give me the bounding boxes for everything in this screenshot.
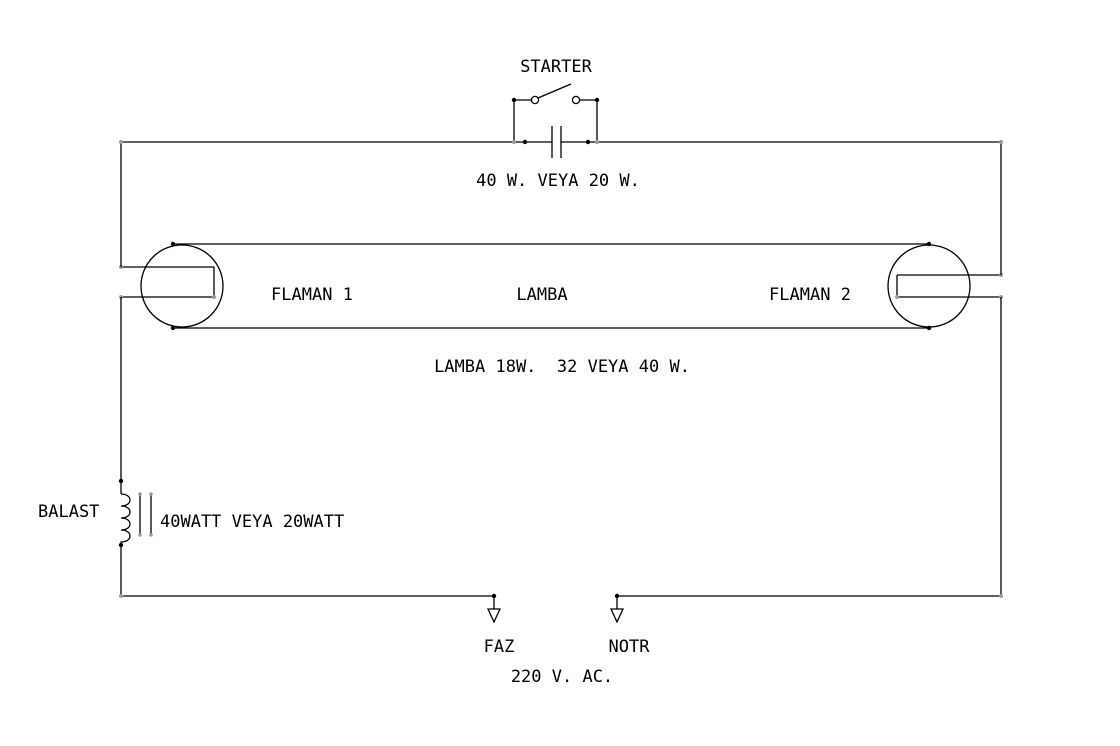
left-wire bbox=[119, 140, 123, 596]
filament-1-label: FLAMAN 1 bbox=[271, 285, 353, 305]
neutral-label: NOTR bbox=[609, 637, 651, 657]
filament-2 bbox=[887, 244, 1003, 328]
lamp-label: LAMBA bbox=[516, 285, 567, 305]
bottom-wire-neutral bbox=[609, 593, 1003, 624]
ballast-rating-label: 40WATT VEYA 20WATT bbox=[160, 512, 344, 532]
filament-2-label: FLAMAN 2 bbox=[769, 285, 851, 305]
starter-label: STARTER bbox=[520, 57, 592, 77]
filament-1 bbox=[119, 244, 224, 328]
capacitor-rating-label: 40 W. VEYA 20 W. bbox=[476, 171, 640, 191]
ballast-label: BALAST bbox=[38, 502, 99, 522]
right-wire bbox=[999, 140, 1003, 596]
supply-voltage-label: 220 V. AC. bbox=[511, 667, 613, 687]
bottom-wire-phase bbox=[119, 593, 502, 624]
lamp-rating-label: LAMBA 18W. 32 VEYA 40 W. bbox=[434, 357, 690, 377]
starter-switch bbox=[511, 83, 600, 142]
phase-label: FAZ bbox=[484, 637, 515, 657]
lamp-tube bbox=[170, 241, 932, 331]
ballast-inductor bbox=[118, 478, 153, 548]
starter-capacitor bbox=[512, 126, 599, 158]
